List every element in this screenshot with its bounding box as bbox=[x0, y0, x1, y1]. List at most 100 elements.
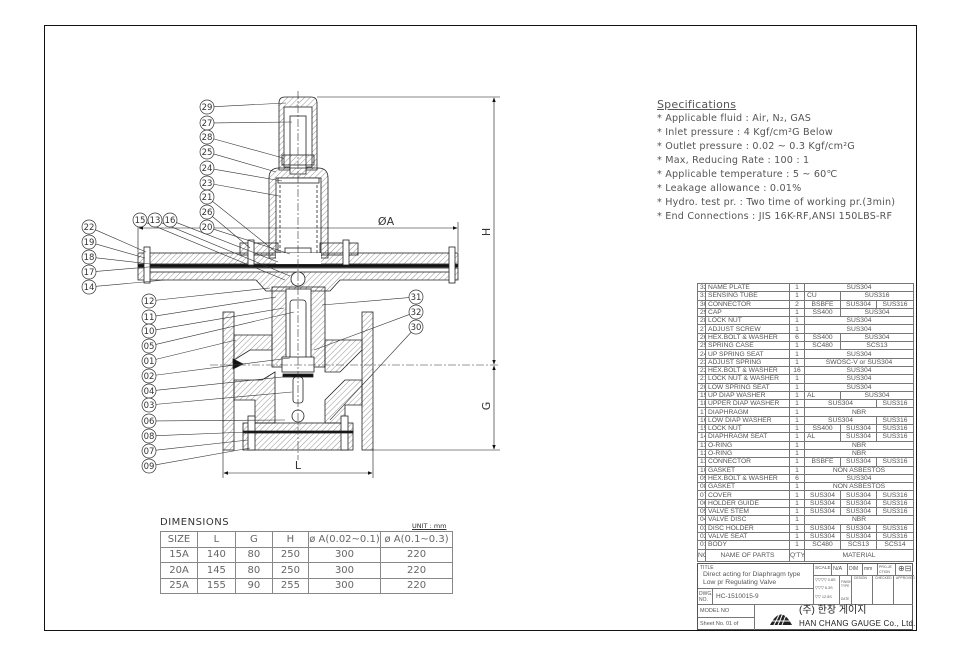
part-name: HEX.BOLT & WASHER bbox=[705, 365, 790, 376]
balloon-circle bbox=[81, 234, 97, 250]
part-quantity: 1 bbox=[789, 465, 805, 475]
balloon-circle bbox=[141, 428, 157, 444]
title-cell: TITLE Direct acting for Diaphragm type L… bbox=[698, 564, 813, 588]
balloon-label: 15 bbox=[135, 216, 146, 226]
part-material: CU bbox=[804, 291, 841, 301]
balloon-label: 32 bbox=[411, 308, 422, 318]
leader-line bbox=[155, 447, 251, 466]
table-cell: 250 bbox=[272, 562, 309, 579]
part-number: 15 bbox=[697, 424, 706, 434]
part-material: SUS304 bbox=[840, 390, 914, 401]
table-cell: 15A bbox=[159, 546, 199, 563]
part-material: SS400 bbox=[804, 307, 841, 318]
part-material: SUS304 bbox=[840, 299, 877, 309]
part-quantity: 1 bbox=[789, 523, 805, 533]
part-quantity: 6 bbox=[789, 473, 805, 484]
dim-label: DIM bbox=[847, 564, 862, 575]
table-cell: 220 bbox=[380, 562, 453, 579]
part-number: 10 bbox=[697, 465, 706, 475]
part-name: BODY bbox=[705, 540, 790, 550]
balloon-circle bbox=[132, 212, 148, 228]
parts-row: 10GASKET1NON ASBESTOS bbox=[697, 465, 914, 475]
table-cell: 255 bbox=[272, 577, 309, 594]
balloon-20: 20 bbox=[199, 219, 291, 255]
balloon-label: 06 bbox=[144, 417, 155, 427]
part-quantity: 16 bbox=[789, 365, 805, 376]
leader-line bbox=[213, 102, 287, 107]
parts-row: 29CAP1SS400SUS304 bbox=[697, 307, 914, 318]
part-quantity: 2 bbox=[789, 299, 805, 309]
approved-label: APPROVED bbox=[893, 575, 915, 604]
drawing-border bbox=[44, 25, 917, 631]
balloon-24: 24 bbox=[199, 160, 283, 182]
balloon-17: 17 bbox=[81, 264, 161, 280]
part-material: SUS304 bbox=[840, 498, 877, 509]
parts-row: 07COVER1SUS304SUS304SUS316 bbox=[697, 490, 914, 500]
leader-line bbox=[212, 201, 277, 253]
part-number: 25 bbox=[697, 341, 706, 351]
part-number: 16 bbox=[697, 415, 706, 426]
balloon-label: 09 bbox=[144, 462, 155, 472]
header-material: MATERIAL bbox=[804, 548, 914, 562]
table-cell: 145 bbox=[197, 562, 236, 579]
part-number: 07 bbox=[697, 490, 706, 500]
table-cell: 300 bbox=[307, 577, 382, 594]
balloon-circle bbox=[199, 189, 215, 205]
part-quantity: 1 bbox=[789, 540, 805, 550]
table-cell: 80 bbox=[234, 562, 274, 579]
table-cell: 80 bbox=[234, 546, 274, 563]
part-number: 05 bbox=[697, 506, 706, 517]
part-name: CONNECTOR bbox=[705, 299, 790, 309]
scale-value: N/A bbox=[831, 564, 847, 575]
balloon-circle bbox=[408, 319, 424, 335]
balloon-07: 07 bbox=[141, 439, 249, 459]
design-label: DESIGN bbox=[851, 575, 872, 604]
projection-label: PRO-JECTION bbox=[877, 564, 895, 575]
part-material: SUS304 bbox=[840, 523, 877, 533]
part-number: 31 bbox=[697, 291, 706, 301]
spec-item: * End Connections : JIS 16K-RF,ANSI 150L… bbox=[657, 211, 893, 222]
part-material: SUS316 bbox=[876, 299, 914, 309]
part-number: 11 bbox=[697, 457, 706, 467]
spec-item: * Outlet pressure : 0.02 ~ 0.3 Kgf/cm²G bbox=[657, 141, 855, 152]
table-cell: 300 bbox=[307, 546, 382, 563]
part-number: 20 bbox=[697, 382, 706, 392]
part-name: UP SPRING SEAT bbox=[705, 349, 790, 359]
part-material: SUS304 bbox=[804, 324, 914, 334]
part-material: SUS304 bbox=[840, 490, 877, 500]
table-cell: ø A(0.1~0.3) bbox=[380, 531, 453, 548]
part-material: SUS316 bbox=[876, 432, 914, 442]
part-material: AL bbox=[804, 390, 841, 401]
leader-line bbox=[155, 431, 249, 437]
dimensions-unit: UNIT : mm bbox=[412, 522, 447, 530]
part-name: SPRING CASE bbox=[705, 341, 790, 351]
part-material: SUS304 bbox=[804, 316, 914, 326]
part-number: 24 bbox=[697, 349, 706, 359]
part-name: O-RING bbox=[705, 440, 790, 450]
part-number: 12 bbox=[697, 448, 706, 459]
balloon-label: 27 bbox=[202, 119, 213, 129]
part-material: SUS304 bbox=[804, 490, 841, 500]
balloon-circle bbox=[408, 304, 424, 320]
leader-line bbox=[313, 314, 410, 351]
balloon-circle bbox=[141, 443, 157, 459]
balloon-label: 05 bbox=[144, 342, 155, 352]
part-name: DIAPHRAGM bbox=[705, 407, 790, 417]
balloon-label: 20 bbox=[202, 223, 213, 233]
part-material: SUS316 bbox=[876, 506, 914, 517]
table-cell: 25A bbox=[159, 577, 199, 594]
part-quantity: 1 bbox=[789, 490, 805, 500]
part-name: HEX.BOLT & WASHER bbox=[705, 473, 790, 484]
balloon-circle bbox=[199, 129, 215, 145]
specifications: Specifications * Applicable fluid : Air,… bbox=[657, 98, 895, 224]
part-quantity: 1 bbox=[789, 415, 805, 426]
leader-line bbox=[95, 243, 146, 259]
